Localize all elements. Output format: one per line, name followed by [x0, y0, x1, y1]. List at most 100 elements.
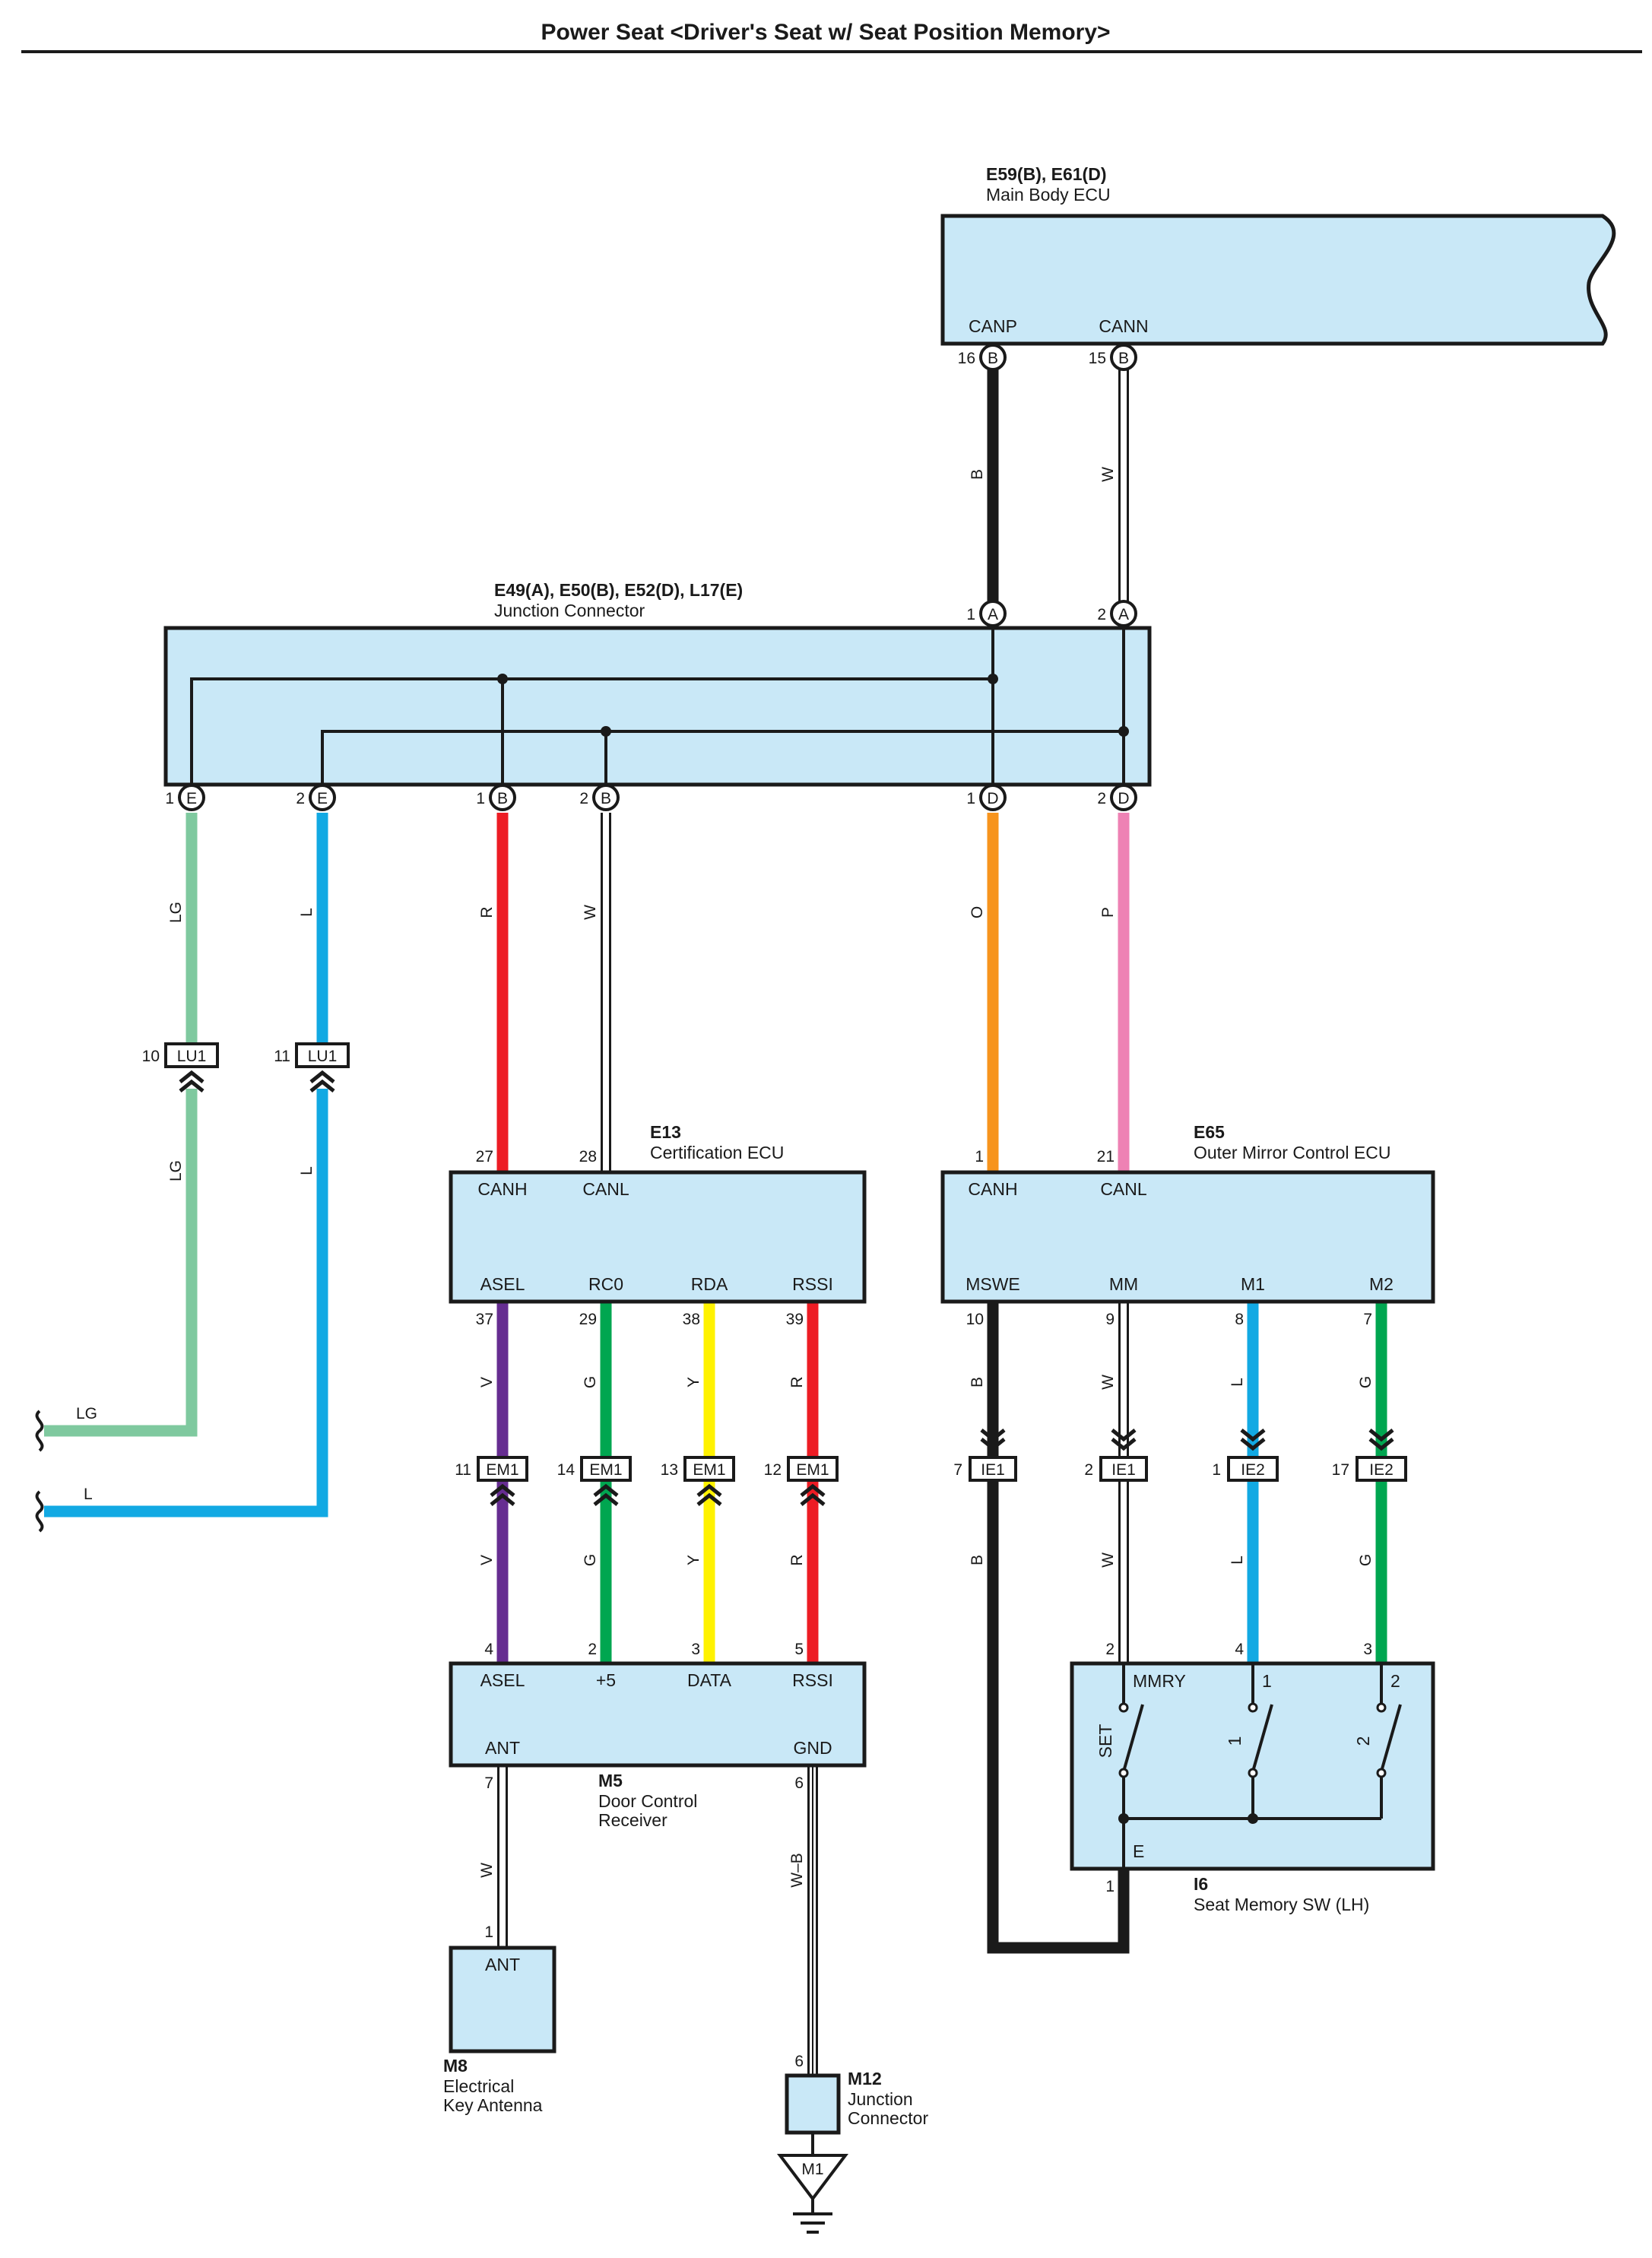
junction-connector: E49(A), E50(B), E52(D), L17(E) Junction … — [163, 580, 1152, 811]
pin-num-d1: 1 — [966, 790, 975, 807]
pin-num-e2: 2 — [296, 790, 305, 807]
svg-text:EM1: EM1 — [589, 1461, 622, 1479]
pin-terminal-b1: B — [489, 784, 516, 811]
svg-text:38: 38 — [683, 1311, 700, 1328]
pin-label-sw2: 2 — [1390, 1671, 1400, 1691]
svg-text:IE1: IE1 — [1111, 1461, 1136, 1479]
junction-connector-m12: 6 M12 Junction Connector — [785, 2053, 928, 2135]
svg-text:IE2: IE2 — [1241, 1461, 1265, 1479]
ground-symbol: M1 — [776, 2154, 849, 2234]
svg-text:R: R — [788, 1554, 806, 1565]
svg-text:MSWE: MSWE — [966, 1274, 1020, 1294]
svg-text:3: 3 — [1363, 1641, 1372, 1658]
m12-name1: Junction — [848, 2089, 913, 2109]
svg-text:B: B — [1118, 350, 1129, 367]
outer-mirror-ecu-box — [940, 1170, 1435, 1304]
wire-label-lg-exit: LG — [76, 1405, 97, 1422]
pin-label-sw1: 1 — [1262, 1671, 1272, 1691]
inline-connector-ie2-17: IE2 17 — [1332, 1430, 1407, 1482]
inline-connector-lu1-11: LU1 11 — [274, 1042, 350, 1091]
pin-num-e1: 1 — [165, 790, 174, 807]
svg-text:29: 29 — [579, 1311, 597, 1328]
junction-connector-name: Junction Connector — [494, 601, 645, 620]
pin-terminal-d1: D — [979, 784, 1007, 811]
svg-text:2: 2 — [1105, 1641, 1115, 1658]
pin-terminal-d2: D — [1110, 784, 1137, 811]
svg-text:2: 2 — [588, 1641, 597, 1658]
svg-text:Y: Y — [685, 1377, 702, 1387]
inline-connector-ie1-2: IE1 2 — [1084, 1430, 1148, 1482]
svg-text:2: 2 — [1084, 1461, 1093, 1479]
wires — [44, 357, 1387, 2155]
svg-text:14: 14 — [557, 1461, 576, 1479]
svg-text:A: A — [988, 606, 998, 623]
svg-text:GND: GND — [793, 1738, 832, 1758]
door-control-receiver-code: M5 — [598, 1771, 623, 1790]
svg-text:V: V — [478, 1377, 496, 1387]
svg-text:W–B: W–B — [788, 1853, 806, 1888]
door-control-receiver-name2: Receiver — [598, 1810, 667, 1830]
svg-text:LU1: LU1 — [177, 1048, 207, 1065]
junction-connector-code: E49(A), E50(B), E52(D), L17(E) — [494, 580, 743, 600]
key-antenna-name2: Key Antenna — [443, 2095, 543, 2115]
wire-lg — [44, 1089, 198, 1437]
pin-terminal-canp: B — [979, 344, 1007, 371]
pin-num-cert-canh: 27 — [476, 1148, 493, 1165]
svg-text:E: E — [317, 790, 328, 807]
svg-text:ANT: ANT — [485, 1955, 520, 1974]
door-control-receiver: ASEL +5 DATA RSSI ANT GND 4 2 3 5 7 6 M5… — [449, 1641, 867, 1830]
door-control-receiver-box — [449, 1661, 867, 1768]
svg-text:17: 17 — [1332, 1461, 1349, 1479]
svg-text:G: G — [1357, 1554, 1375, 1566]
svg-text:RC0: RC0 — [588, 1274, 623, 1294]
svg-text:D: D — [987, 790, 998, 807]
svg-text:7: 7 — [1363, 1311, 1372, 1328]
pin-num-d2: 2 — [1097, 790, 1106, 807]
svg-text:M2: M2 — [1369, 1274, 1394, 1294]
svg-text:8: 8 — [1235, 1311, 1244, 1328]
inline-connector-em1-13: EM1 13 — [661, 1456, 735, 1505]
junction-connector-box — [163, 626, 1152, 787]
pin-label-cann: CANN — [1099, 316, 1148, 336]
svg-text:M1: M1 — [801, 2161, 823, 2178]
svg-text:B: B — [969, 1555, 986, 1565]
svg-text:W: W — [1099, 1552, 1117, 1568]
pin-num-cert-canl: 28 — [579, 1148, 597, 1165]
svg-text:L: L — [1229, 1556, 1246, 1565]
svg-text:EM1: EM1 — [693, 1461, 725, 1479]
switch-label-1: 1 — [1225, 1736, 1245, 1746]
svg-text:12: 12 — [764, 1461, 782, 1479]
outer-mirror-ecu: E65 Outer Mirror Control ECU CANH CANL M… — [940, 1122, 1435, 1328]
pin-num-b2: 2 — [579, 790, 588, 807]
certification-ecu-name: Certification ECU — [650, 1143, 784, 1162]
svg-text:CANH: CANH — [968, 1179, 1017, 1199]
electrical-key-antenna: ANT 1 M8 Electrical Key Antenna — [443, 1923, 556, 2115]
pin-label-canp: CANP — [969, 316, 1017, 336]
wire-b-mswe — [987, 1302, 1130, 1954]
svg-text:1: 1 — [1105, 1878, 1115, 1895]
inline-connector-ie1-7: IE1 7 — [953, 1430, 1017, 1482]
page-title: Power Seat <Driver's Seat w/ Seat Positi… — [541, 20, 1110, 45]
svg-text:G: G — [582, 1376, 599, 1388]
pin-num-canp: 16 — [958, 350, 975, 367]
svg-text:13: 13 — [661, 1461, 678, 1479]
svg-text:RSSI: RSSI — [792, 1670, 833, 1690]
svg-text:RDA: RDA — [691, 1274, 728, 1294]
inline-connector-lu1-10: LU1 10 — [142, 1042, 219, 1091]
wire-l — [44, 1089, 328, 1517]
wire-label-l-exit: L — [84, 1486, 93, 1503]
svg-text:4: 4 — [1235, 1641, 1244, 1658]
svg-text:ASEL: ASEL — [480, 1670, 525, 1690]
certification-ecu: E13 Certification ECU CANH CANL ASEL RC0… — [449, 1122, 867, 1328]
pin-terminal-b2: B — [592, 784, 620, 811]
door-control-receiver-name1: Door Control — [598, 1791, 697, 1811]
svg-text:W: W — [1099, 1375, 1117, 1390]
pin-num-b1: 1 — [476, 790, 485, 807]
svg-text:6: 6 — [794, 1774, 804, 1792]
svg-text:B: B — [601, 790, 611, 807]
svg-text:M1: M1 — [1241, 1274, 1265, 1294]
svg-text:3: 3 — [691, 1641, 700, 1658]
svg-text:7: 7 — [953, 1461, 962, 1479]
key-antenna-box — [449, 1946, 556, 2053]
